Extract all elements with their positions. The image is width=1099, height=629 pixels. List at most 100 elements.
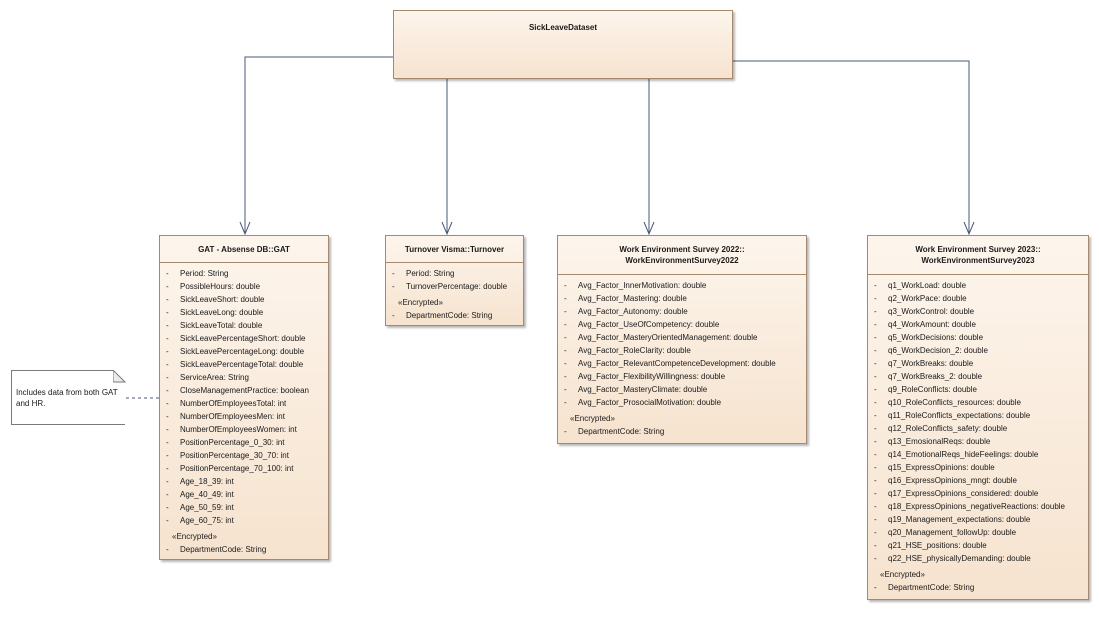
arrowhead-survey-2023 xyxy=(963,221,975,236)
visibility-marker: - xyxy=(166,373,169,382)
attribute-row[interactable]: -Avg_Factor_FlexibilityWillingness: doub… xyxy=(558,370,806,383)
visibility-marker: - xyxy=(166,308,169,317)
visibility-marker: - xyxy=(166,545,169,554)
attribute-row[interactable]: -DepartmentCode: String xyxy=(558,425,806,438)
attribute-row[interactable]: -Avg_Factor_RelevantCompetenceDevelopmen… xyxy=(558,357,806,370)
attribute-row[interactable]: - Age_60_75: int xyxy=(160,514,328,527)
attribute-row[interactable]: -Period: String xyxy=(160,267,328,280)
attribute-text: q13_EmosionalReqs: double xyxy=(888,437,991,446)
visibility-marker: - xyxy=(874,515,877,524)
attribute-text: Avg_Factor_ProsocialMotivation: double xyxy=(578,398,722,407)
attribute-row[interactable]: -NumberOfEmployeesWomen: int xyxy=(160,423,328,436)
attribute-row[interactable]: -q5_WorkDecisions: double xyxy=(868,331,1088,344)
attribute-row[interactable]: -q22_HSE_physicallyDemanding: double xyxy=(868,552,1088,565)
class-work-environment-survey-2022[interactable]: Work Environment Survey 2022:: WorkEnvir… xyxy=(557,235,807,444)
visibility-marker: - xyxy=(874,307,877,316)
attribute-row[interactable]: -q6_WorkDecision_2: double xyxy=(868,344,1088,357)
attribute-row[interactable]: -Avg_Factor_MasteryOrientedManagement: d… xyxy=(558,331,806,344)
class-title-text: Work Environment Survey 2022:: WorkEnvir… xyxy=(619,245,745,265)
attribute-text: q9_RoleConflicts: double xyxy=(888,385,977,394)
visibility-marker: - xyxy=(166,295,169,304)
attribute-row[interactable]: -SickLeavePercentageTotal: double xyxy=(160,358,328,371)
attribute-text: Age_60_75: int xyxy=(180,516,234,525)
attribute-row[interactable]: -q9_RoleConflicts: double xyxy=(868,383,1088,396)
attribute-row[interactable]: - PositionPercentage_70_100: int xyxy=(160,462,328,475)
attribute-row[interactable]: -TurnoverPercentage: double xyxy=(386,280,523,293)
attribute-text: q12_RoleConflicts_safety: double xyxy=(888,424,1008,433)
attribute-row[interactable]: -Avg_Factor_ProsocialMotivation: double xyxy=(558,396,806,409)
attribute-row[interactable]: -q3_WorkControl: double xyxy=(868,305,1088,318)
attribute-row[interactable]: -q21_HSE_positions: double xyxy=(868,539,1088,552)
attribute-row[interactable]: - q13_EmosionalReqs: double xyxy=(868,435,1088,448)
attribute-row[interactable]: -SickLeavePercentageLong: double xyxy=(160,345,328,358)
attribute-row[interactable]: -SickLeavePercentageShort: double xyxy=(160,332,328,345)
attribute-row[interactable]: -q4_WorkAmount: double xyxy=(868,318,1088,331)
attribute-row[interactable]: -Period: String xyxy=(386,267,523,280)
attribute-text: NumberOfEmployeesTotal: int xyxy=(180,399,287,408)
attribute-row[interactable]: -Avg_Factor_RoleClarity: double xyxy=(558,344,806,357)
visibility-marker: - xyxy=(166,282,169,291)
visibility-marker: - xyxy=(564,320,567,329)
attribute-row[interactable]: -Avg_Factor_MasteryClimate: double xyxy=(558,383,806,396)
attribute-row[interactable]: -q7_WorkBreaks_2: double xyxy=(868,370,1088,383)
visibility-marker: - xyxy=(166,464,169,473)
attribute-row[interactable]: -q10_RoleConflicts_resources: double xyxy=(868,396,1088,409)
attribute-row[interactable]: -NumberOfEmployeesMen: int xyxy=(160,410,328,423)
attribute-row[interactable]: -Avg_Factor_Autonomy: double xyxy=(558,305,806,318)
attribute-row[interactable]: -q1_WorkLoad: double xyxy=(868,279,1088,292)
attribute-text: Period: String xyxy=(180,269,229,278)
attribute-row[interactable]: -DepartmentCode: String xyxy=(868,581,1088,594)
attribute-text: PositionPercentage_70_100: int xyxy=(180,464,294,473)
attribute-row[interactable]: -DepartmentCode: String xyxy=(160,543,328,556)
attribute-row[interactable]: -q7_WorkBreaks: double xyxy=(868,357,1088,370)
attribute-row[interactable]: -Avg_Factor_Mastering: double xyxy=(558,292,806,305)
attribute-row[interactable]: -PositionPercentage_0_30: int xyxy=(160,436,328,449)
attribute-text: q19_Management_expectations: double xyxy=(888,515,1031,524)
attribute-row[interactable]: -q15_ExpressOpinions: double xyxy=(868,461,1088,474)
attribute-text: Age_18_39: int xyxy=(180,477,234,486)
note[interactable]: Includes data from both GAT and HR. xyxy=(11,370,125,425)
attribute-row[interactable]: -q20_Management_followUp: double xyxy=(868,526,1088,539)
class-gat[interactable]: GAT - Absense DB::GAT -Period: String-Po… xyxy=(159,235,329,560)
attribute-row[interactable]: -q18_ExpressOpinions_negativeReactions: … xyxy=(868,500,1088,513)
attribute-text: q2_WorkPace: double xyxy=(888,294,967,303)
attribute-row[interactable]: -Avg_Factor_UseOfCompetency: double xyxy=(558,318,806,331)
attribute-row[interactable]: -PositionPercentage_30_70: int xyxy=(160,449,328,462)
attribute-row[interactable]: -Age_50_59: int xyxy=(160,501,328,514)
attribute-text: Age_40_49: int xyxy=(180,490,234,499)
class-work-environment-survey-2023[interactable]: Work Environment Survey 2023:: WorkEnvir… xyxy=(867,235,1089,600)
attribute-row[interactable]: -SickLeaveLong: double xyxy=(160,306,328,319)
visibility-marker: - xyxy=(166,516,169,525)
visibility-marker: - xyxy=(874,281,877,290)
attribute-text: Avg_Factor_Autonomy: double xyxy=(578,307,688,316)
visibility-marker: - xyxy=(874,502,877,511)
attribute-row[interactable]: -q12_RoleConflicts_safety: double xyxy=(868,422,1088,435)
class-title-text: Work Environment Survey 2023:: WorkEnvir… xyxy=(915,245,1041,265)
attribute-row[interactable]: -DepartmentCode: String xyxy=(386,309,523,322)
attribute-row[interactable]: - Age_18_39: int xyxy=(160,475,328,488)
attribute-text: DepartmentCode: String xyxy=(406,311,493,320)
visibility-marker: - xyxy=(874,437,877,446)
attribute-row[interactable]: -Age_40_49: int xyxy=(160,488,328,501)
attribute-row[interactable]: -SickLeaveTotal: double xyxy=(160,319,328,332)
attribute-row[interactable]: -q2_WorkPace: double xyxy=(868,292,1088,305)
class-turnover[interactable]: Turnover Visma::Turnover -Period: String… xyxy=(385,235,524,326)
class-sick-leave-dataset[interactable]: SickLeaveDataset xyxy=(393,10,733,79)
attribute-row[interactable]: -NumberOfEmployeesTotal: int xyxy=(160,397,328,410)
attribute-row[interactable]: -SickLeaveShort: double xyxy=(160,293,328,306)
attribute-text: NumberOfEmployeesMen: int xyxy=(180,412,285,421)
attribute-row[interactable]: -PossibleHours: double xyxy=(160,280,328,293)
visibility-marker: - xyxy=(564,427,567,436)
attribute-row[interactable]: -ServiceArea: String xyxy=(160,371,328,384)
attribute-text: q22_HSE_physicallyDemanding: double xyxy=(888,554,1031,563)
attribute-row[interactable]: -CloseManagementPractice: boolean xyxy=(160,384,328,397)
visibility-marker: - xyxy=(874,320,877,329)
visibility-marker: - xyxy=(166,477,169,486)
attribute-row[interactable]: -q16_ExpressOpinions_mngt: double xyxy=(868,474,1088,487)
visibility-marker: - xyxy=(564,372,567,381)
attribute-row[interactable]: -q14_EmotionalReqs_hideFeelings: double xyxy=(868,448,1088,461)
attribute-row[interactable]: - q19_Management_expectations: double xyxy=(868,513,1088,526)
attribute-row[interactable]: -q17_ExpressOpinions_considered: double xyxy=(868,487,1088,500)
attribute-row[interactable]: -q11_RoleConflicts_expectations: double xyxy=(868,409,1088,422)
attribute-row[interactable]: -Avg_Factor_InnerMotivation: double xyxy=(558,279,806,292)
